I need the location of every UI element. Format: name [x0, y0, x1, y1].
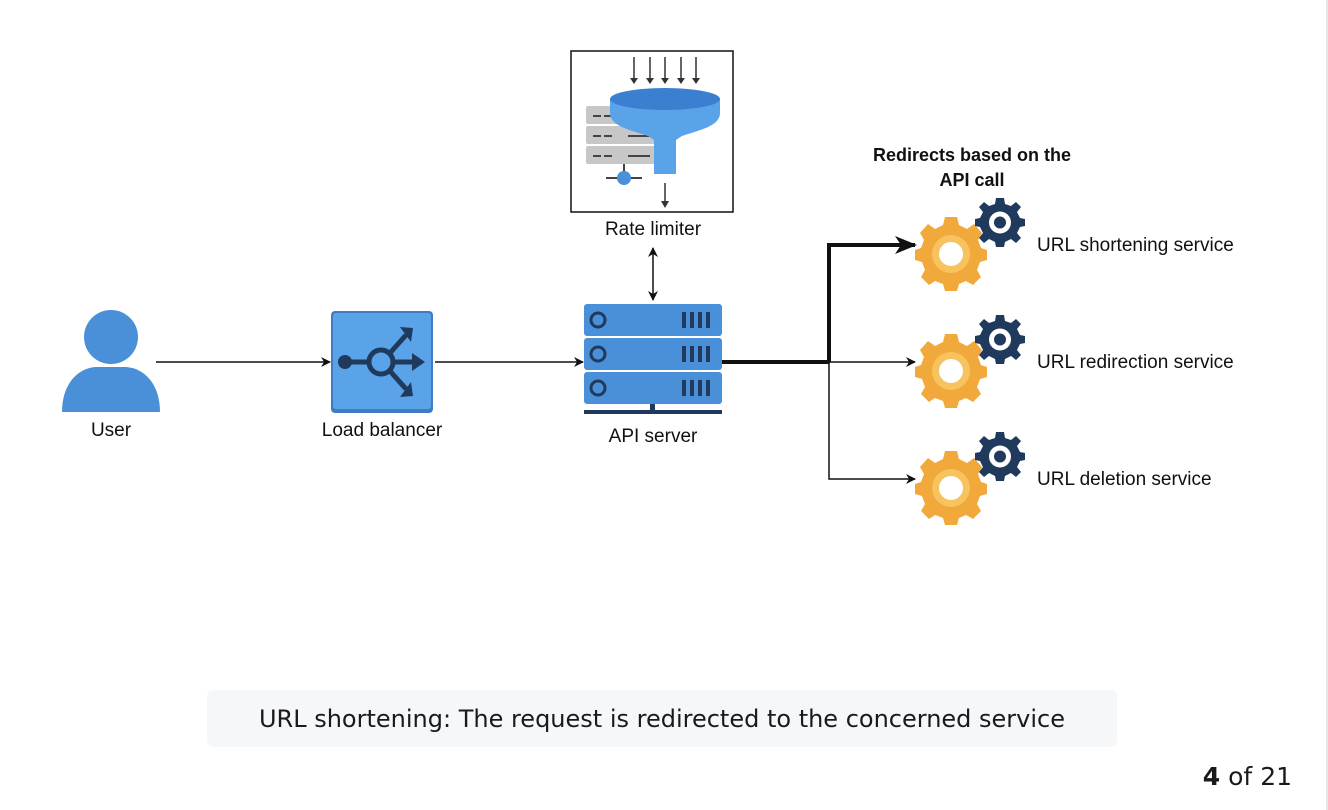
- url-redirection-service-label: URL redirection service: [1037, 352, 1234, 373]
- arrow-to-url-deletion: [828, 362, 916, 484]
- pager-total: 21: [1260, 762, 1292, 791]
- gear-icon-deletion: [915, 432, 1025, 525]
- gear-icon-redirection: [915, 315, 1025, 408]
- api-server-icon: [584, 304, 722, 414]
- slide-caption: URL shortening: The request is redirecte…: [207, 690, 1117, 747]
- user-label: User: [91, 420, 132, 441]
- load-balancer-icon: [331, 311, 433, 413]
- user-icon: [62, 310, 160, 412]
- pager-separator: of: [1228, 762, 1253, 791]
- url-shortening-service-label: URL shortening service: [1037, 235, 1234, 256]
- url-deletion-service-label: URL deletion service: [1037, 469, 1212, 490]
- pager-current: 4: [1202, 762, 1221, 791]
- annotation-line-1: Redirects based on the: [873, 145, 1071, 165]
- annotation-line-2: API call: [939, 170, 1004, 190]
- api-server-label: API server: [609, 426, 698, 447]
- gear-icon-shortening: [915, 198, 1025, 291]
- rate-limiter-label: Rate limiter: [605, 219, 702, 240]
- load-balancer-label: Load balancer: [322, 420, 443, 441]
- slide-pager: 4 of 21: [1203, 762, 1292, 791]
- slide-border: [1326, 0, 1328, 810]
- arrow-to-url-shortening: [827, 236, 917, 362]
- architecture-diagram: User Load balancer: [62, 50, 1234, 525]
- rate-limiter-icon: [586, 57, 720, 208]
